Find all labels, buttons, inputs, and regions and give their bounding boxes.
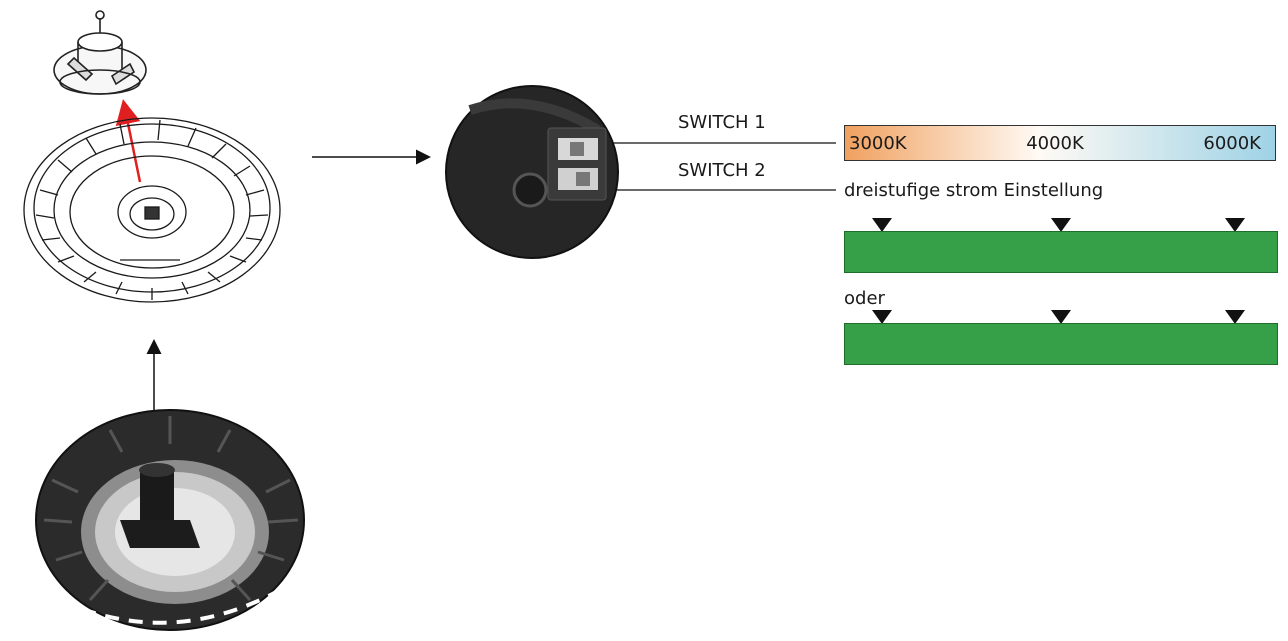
level-marker-6 [1225,310,1245,324]
switch1-label: SWITCH 1 [678,112,766,133]
lamp-fixture-drawing [23,117,281,303]
level-marker-5 [1051,310,1071,324]
color-temperature-bar: 3000K 4000K 6000K [844,125,1276,161]
mounting-bracket-icon [53,10,147,95]
level-marker-1 [872,218,892,232]
level-marker-2 [1051,218,1071,232]
power-level-bar-2 [844,323,1278,365]
cct-option-4000k: 4000K [1026,132,1084,154]
level-marker-3 [1225,218,1245,232]
switch2-label: SWITCH 2 [678,160,766,181]
level-marker-4 [872,310,892,324]
or-label: oder [844,288,885,309]
cct-option-3000k: 3000K [849,132,907,154]
power-setting-label: dreistufige strom Einstellung [844,180,1104,201]
switch-closeup-photo [445,85,619,259]
cct-option-6000k: 6000K [1203,132,1261,154]
power-level-bar-1 [844,231,1278,273]
lamp-photo [35,409,305,631]
